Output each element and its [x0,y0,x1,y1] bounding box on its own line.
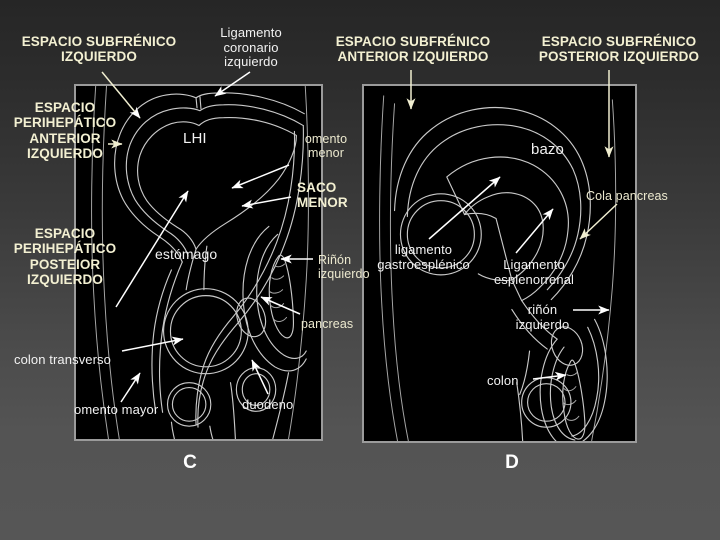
label-pancreas: pancreas [301,317,354,331]
panel-d-diagram [362,84,637,443]
caption-panel-d: D [505,452,519,473]
heading-espacio-subfrenico-anterior-izquierdo: ESPACIO SUBFRÉNICO ANTERIOR IZQUIERDO [335,34,491,65]
heading-espacio-perihepatico-posterior-izquierdo: ESPACIO PERIHEPÁTICO POSTEIOR IZQUIERDO [13,226,117,287]
heading-espacio-perihepatico-anterior-izquierdo: ESPACIO PERIHEPÁTICO ANTERIOR IZQUIERDO [13,100,117,161]
heading-saco-menor: SACO MENOR [297,180,348,211]
heading-espacio-subfrenico-izquierdo: ESPACIO SUBFRÉNICO IZQUIERDO [21,34,177,65]
label-ligamento-gastroesplenico: ligamento gastroesplénico [377,242,470,272]
label-rinon-izquierdo-d: riñón izquierdo [515,302,570,332]
label-cola-pancreas: Cola pancreas [586,189,668,203]
label-ligamento-coronario-izquierdo: Ligamento coronario izquierdo [220,25,282,70]
label-estomago: estómago [155,246,218,262]
label-omento-mayor: omento mayor [74,402,159,417]
label-bazo: bazo [531,141,564,158]
panel-c-anatomy-svg [91,86,309,439]
label-colon-transverso: colon transverso [14,352,111,367]
label-ligamento-esplenorrenal: Ligamento esplenorrenal [493,257,575,287]
label-rinon-izquierdo-c: Riñón izquierdo [318,253,370,282]
label-lhi: LHI [183,130,207,147]
label-colon: colon [487,373,519,388]
heading-espacio-subfrenico-posterior-izquierdo: ESPACIO SUBFRÉNICO POSTERIOR IZQUIERDO [538,34,700,65]
label-duodeno: duodeno [242,397,294,412]
caption-panel-c: C [183,452,197,473]
label-omento-menor: omento menor [304,132,348,161]
